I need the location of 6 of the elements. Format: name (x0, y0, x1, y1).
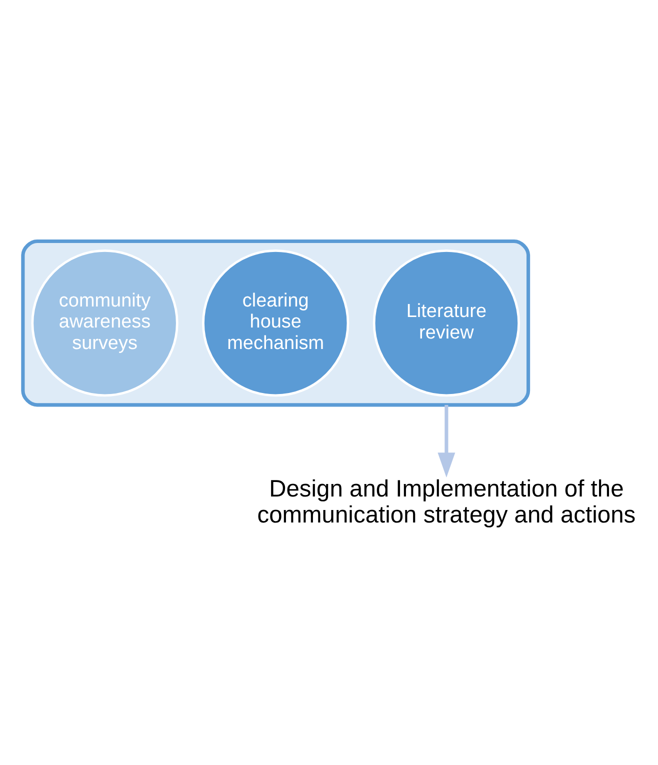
cluster (21, 238, 530, 406)
node-circle: Literature review (372, 249, 520, 396)
node-circle: community awareness surveys (31, 249, 178, 396)
arrow (438, 404, 456, 478)
node-circle: clearing house mechanism (202, 249, 350, 396)
node-text: Design and Implementation of the communication strategy and actions (257, 476, 636, 528)
